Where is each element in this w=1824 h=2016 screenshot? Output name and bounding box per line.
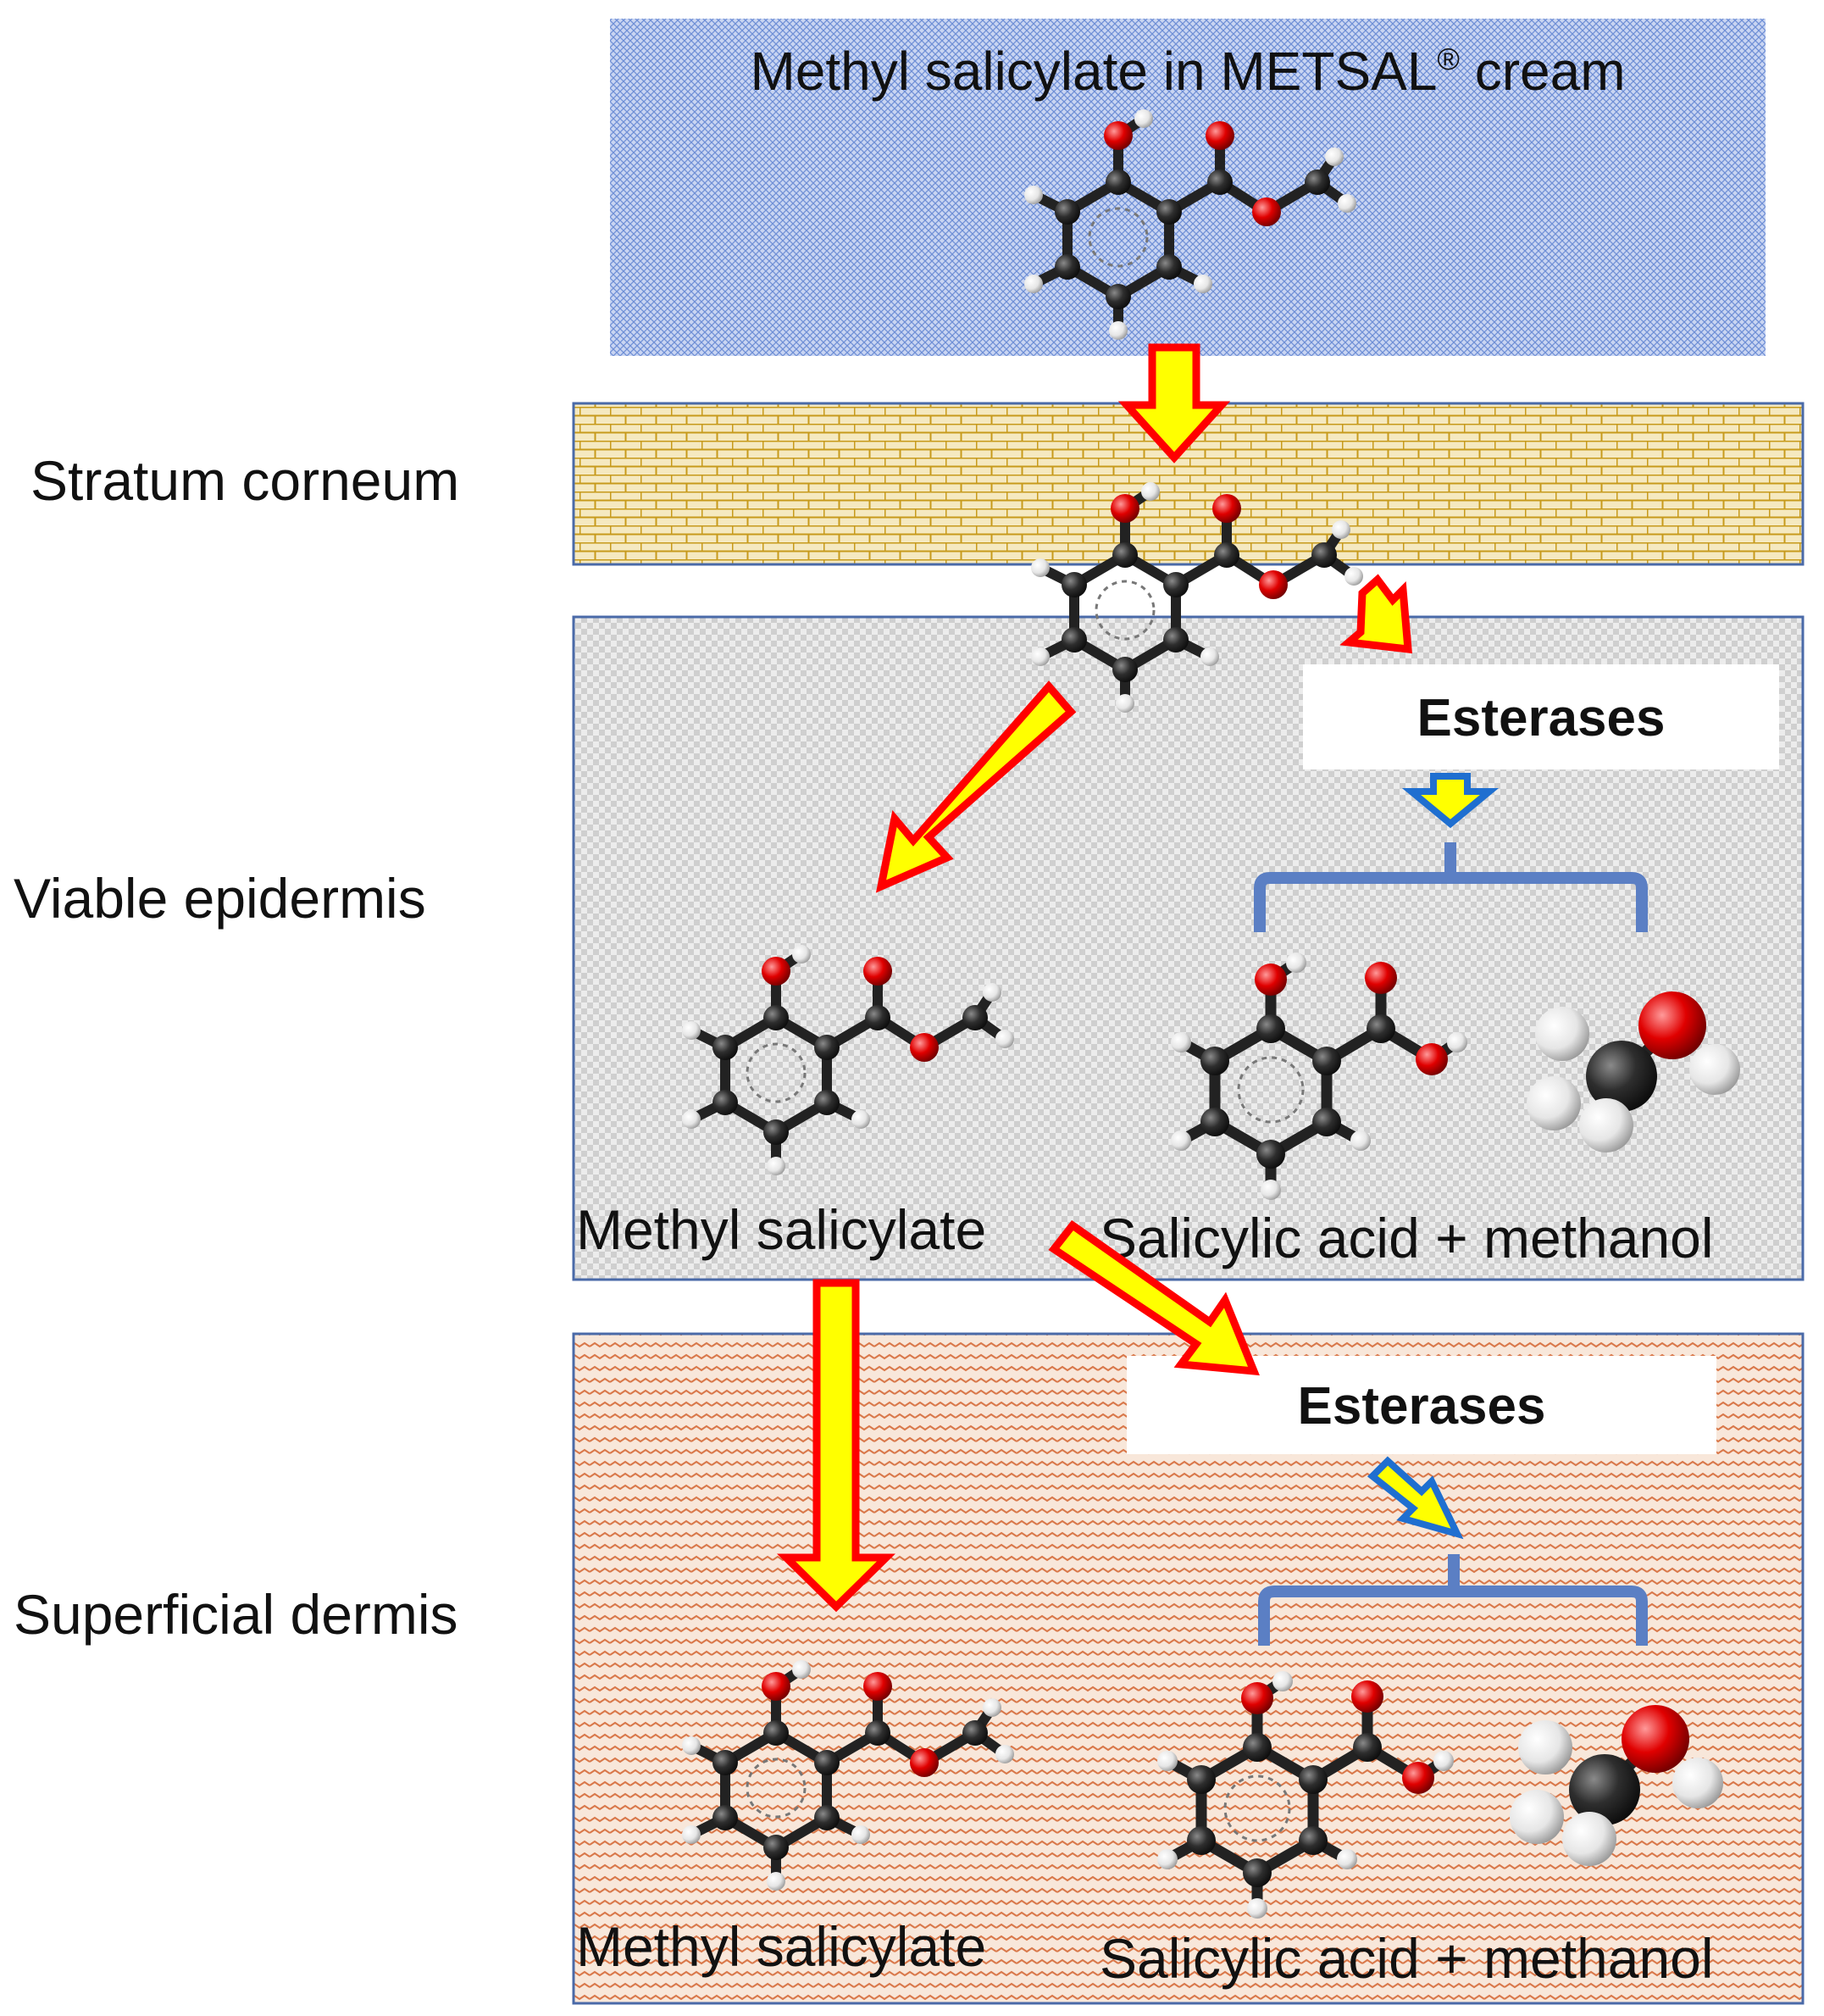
- methanol-molecule-epidermis: [1527, 991, 1740, 1152]
- arrow-stratum-to-epidermis-parent: [875, 680, 1077, 893]
- dermis-esterases-label: Esterases: [1297, 1377, 1545, 1436]
- methyl-salicylate-molecule-dermis: [682, 1660, 1014, 1891]
- epidermis-methyl-salicylate-label: Methyl salicylate: [576, 1198, 986, 1261]
- epidermis-esterases-box: [1303, 664, 1779, 769]
- dermis-products-bracket: [1258, 1554, 1648, 1646]
- arrow-cream-to-stratum: [1117, 343, 1231, 464]
- arrow-epidermis-to-dermis-parent: [777, 1279, 895, 1613]
- dermis-products-label: Salicylic acid + methanol: [1100, 1927, 1714, 1990]
- superficial-dermis-label: Superficial dermis: [14, 1583, 458, 1646]
- arrow-epidermis-to-dermis-esterases: [1048, 1219, 1260, 1376]
- methyl-salicylate-molecule-cream: [1024, 109, 1356, 340]
- salicylic-acid-molecule-dermis: [1157, 1671, 1454, 1919]
- methyl-salicylate-molecule-stratum: [1031, 482, 1363, 713]
- epidermis-products-label: Salicylic acid + methanol: [1100, 1207, 1714, 1269]
- arrow-esterases-to-products-epidermis: [1401, 773, 1500, 829]
- methanol-molecule-dermis: [1510, 1705, 1723, 1866]
- epidermis-esterases-label: Esterases: [1417, 689, 1665, 747]
- viable-epidermis-label: Viable epidermis: [14, 867, 426, 930]
- methyl-salicylate-molecule-epidermis: [682, 945, 1014, 1175]
- dermis-methyl-salicylate-label: Methyl salicylate: [576, 1915, 986, 1978]
- stratum-corneum-label: Stratum corneum: [30, 449, 459, 512]
- cream-title: Methyl salicylate in METSAL® cream: [750, 41, 1625, 102]
- arrow-esterases-to-products-dermis: [1367, 1456, 1464, 1540]
- cream-layer: [610, 19, 1766, 356]
- epidermis-products-bracket: [1254, 842, 1648, 932]
- arrow-stratum-to-esterases: [1339, 574, 1412, 654]
- salicylic-acid-molecule-epidermis: [1171, 952, 1467, 1200]
